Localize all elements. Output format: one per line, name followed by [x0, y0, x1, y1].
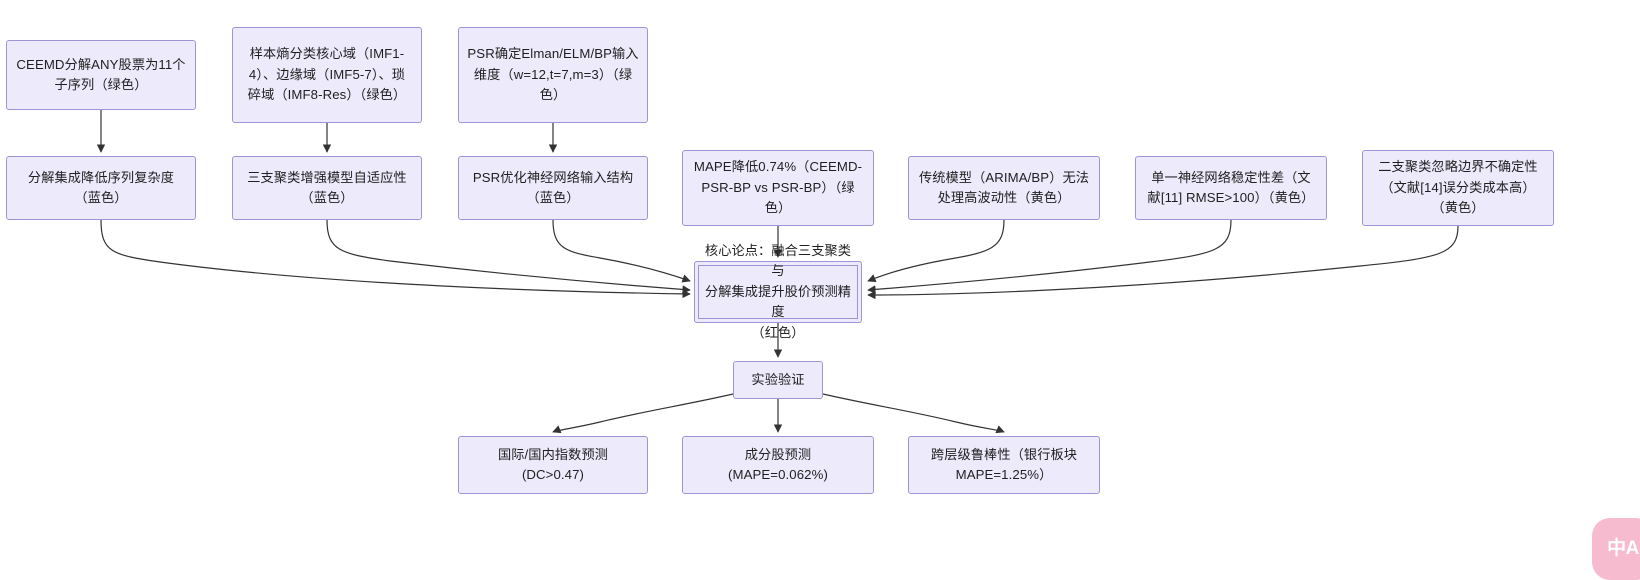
edge-psrstructure-to-core: [552, 219, 691, 283]
edge-complexity-to-core: [100, 219, 691, 299]
edge-experiment-to-robustness: [822, 393, 1005, 434]
edge-experiment-to-indexpred: [552, 393, 734, 434]
edge-singlenn-to-core: [867, 219, 1232, 294]
watermark-logo: 中A: [1592, 518, 1640, 580]
node-label: 二支聚类忽略边界不确定性 （文献[14]误分类成本高） （黄色）: [1378, 159, 1538, 216]
node-label: PSR确定Elman/ELM/BP输入 维度（w=12,t=7,m=3）（绿 色…: [467, 46, 639, 103]
node-label: MAPE降低0.74%（CEEMD- PSR-BP vs PSR-BP）（绿 色…: [693, 159, 863, 216]
node-two-way-clustering-limit[interactable]: 二支聚类忽略边界不确定性 （文献[14]误分类成本高） （黄色）: [1362, 150, 1554, 226]
node-label: 样本熵分类核心域（IMF1- 4）、边缘域（IMF5-7）、琐 碎域（IMF8-…: [247, 46, 407, 103]
node-three-way-adaptivity[interactable]: 三支聚类增强模型自适应性 （蓝色）: [232, 156, 422, 220]
node-label: 核心论点：融合三支聚类与 分解集成提升股价预测精度 （红色）: [704, 242, 852, 340]
node-sample-entropy-classify[interactable]: 样本熵分类核心域（IMF1- 4）、边缘域（IMF5-7）、琐 碎域（IMF8-…: [232, 27, 422, 123]
node-experiment-validation[interactable]: 实验验证: [733, 361, 823, 399]
node-cross-level-robustness[interactable]: 跨层级鲁棒性（银行板块 MAPE=1.25%）: [908, 436, 1100, 494]
node-index-prediction[interactable]: 国际/国内指数预测 (DC>0.47): [458, 436, 648, 494]
node-label: CEEMD分解ANY股票为11个 子序列（绿色）: [16, 56, 186, 92]
edge-adaptive-to-core: [326, 219, 691, 294]
node-core-thesis[interactable]: 核心论点：融合三支聚类与 分解集成提升股价预测精度 （红色）: [694, 243, 862, 340]
node-traditional-model-limit[interactable]: 传统模型（ARIMA/BP）无法 处理高波动性（黄色）: [908, 156, 1100, 220]
node-label: 分解集成降低序列复杂度 （蓝色）: [27, 169, 175, 205]
node-single-network-instability[interactable]: 单一神经网络稳定性差（文 献[11] RMSE>100）（黄色）: [1135, 156, 1327, 220]
node-label: 传统模型（ARIMA/BP）无法 处理高波动性（黄色）: [918, 169, 1090, 205]
node-psr-input-dimension[interactable]: PSR确定Elman/ELM/BP输入 维度（w=12,t=7,m=3）（绿 色…: [458, 27, 648, 123]
node-label: PSR优化神经网络输入结构 （蓝色）: [472, 169, 634, 205]
edge-twoway-to-core: [867, 225, 1459, 300]
node-ceemd-decompose[interactable]: CEEMD分解ANY股票为11个 子序列（绿色）: [6, 40, 196, 110]
edge-traditional-to-core: [867, 219, 1005, 283]
node-label: 实验验证: [751, 371, 805, 387]
node-label: 单一神经网络稳定性差（文 献[11] RMSE>100）（黄色）: [1147, 169, 1315, 205]
node-label: 国际/国内指数预测 (DC>0.47): [497, 446, 609, 482]
node-label: 三支聚类增强模型自适应性 （蓝色）: [247, 169, 407, 205]
watermark-text: 中A: [1607, 537, 1639, 559]
node-label: 跨层级鲁棒性（银行板块 MAPE=1.25%）: [930, 446, 1078, 482]
node-psr-optimize-structure[interactable]: PSR优化神经网络输入结构 （蓝色）: [458, 156, 648, 220]
node-reduce-complexity[interactable]: 分解集成降低序列复杂度 （蓝色）: [6, 156, 196, 220]
node-label: 成分股预测 (MAPE=0.062%): [728, 446, 828, 482]
node-mape-reduction[interactable]: MAPE降低0.74%（CEEMD- PSR-BP vs PSR-BP）（绿 色…: [682, 150, 874, 226]
node-component-stock-prediction[interactable]: 成分股预测 (MAPE=0.062%): [682, 436, 874, 494]
